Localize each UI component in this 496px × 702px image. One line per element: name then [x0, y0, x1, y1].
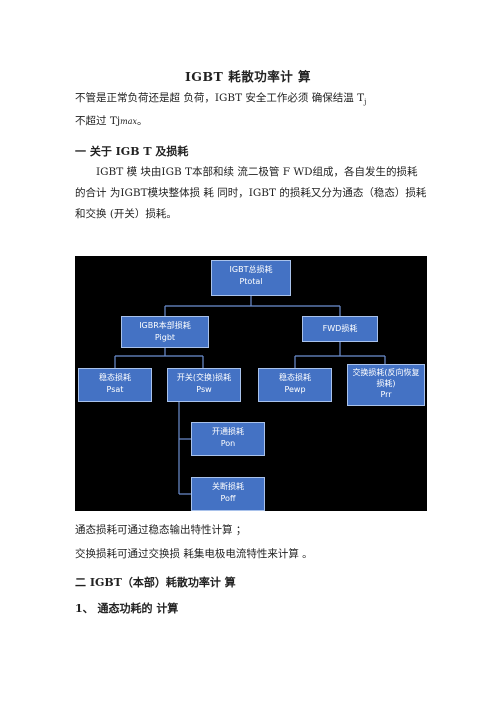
section-heading-2: 二 IGBT（本部）耗散功率计 算: [75, 576, 236, 589]
intro-line-1: 不管是正常负荷还是超 负荷，IGBT 安全工作必须 确保结温 Tj: [75, 92, 367, 107]
section-heading-1: 一 关于 IGB T 及损耗: [75, 145, 189, 158]
page-title: IGBT 耗散功率计 算: [184, 69, 312, 84]
subsection-heading-1: 1、 通态功耗的 计算: [75, 602, 179, 615]
note-line-1: 通态损耗可通过稳态输出特性计算 ；: [75, 524, 247, 536]
intro-line-2: 不超过 Tjmax。: [75, 115, 148, 127]
node-fwd-loss: FWD损耗: [302, 316, 378, 342]
section-1-paragraph: IGBT 模 块由IGB T本部和续 流二极管 F WD组成，各自发生的损耗的合…: [75, 166, 427, 220]
note-line-2: 交换损耗可通过交换损 耗集电极电流特性来计算 。: [75, 548, 313, 560]
node-reverse-recovery-loss: 交换损耗(反向恢复损耗)Prr: [347, 364, 425, 406]
diagram-connectors: [114, 296, 386, 495]
